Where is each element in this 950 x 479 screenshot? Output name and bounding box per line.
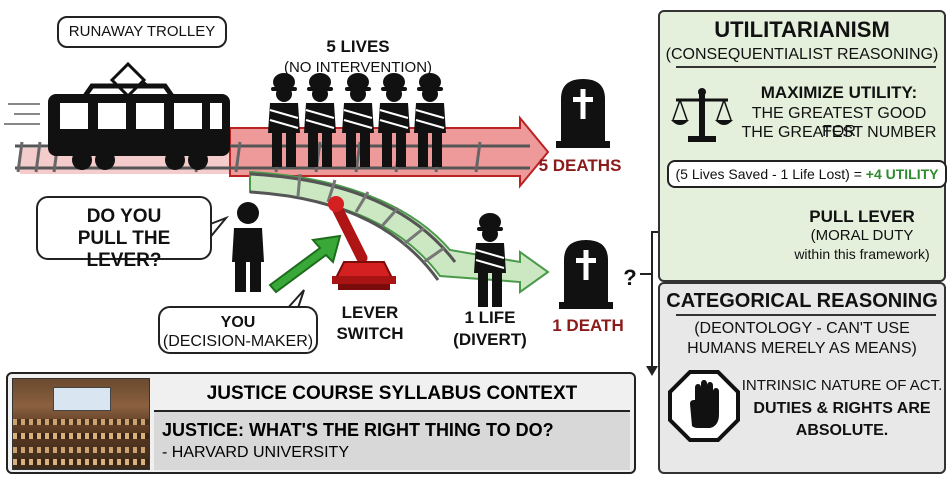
principle-line2: DUTIES & RIGHTS ARE xyxy=(740,400,944,418)
lever-label-line1: LEVER xyxy=(342,303,399,322)
scales-icon xyxy=(670,84,734,148)
maxim-heading: MAXIMIZE UTILITY: xyxy=(736,84,942,103)
utility-equation: (5 Lives Saved - 1 Life Lost) = +4 UTILI… xyxy=(667,160,947,188)
pull-lever-question-bubble: DO YOU PULL THE LEVER? xyxy=(36,196,212,260)
principle-line1: INTRINSIC NATURE OF ACT. xyxy=(740,378,944,395)
syllabus-context-panel: JUSTICE COURSE SYLLABUS CONTEXT JUSTICE:… xyxy=(6,372,636,474)
decision-maker-bubble: YOU (DECISION-MAKER) xyxy=(158,306,318,354)
lecture-hall-image xyxy=(12,378,150,470)
syllabus-header: JUSTICE COURSE SYLLABUS CONTEXT xyxy=(154,378,630,412)
stop-hand-icon xyxy=(668,370,740,442)
decision-arrow xyxy=(270,236,340,292)
utility-equation-text: (5 Lives Saved - 1 Life Lost) = xyxy=(676,166,866,182)
five-lives-subtitle: (NO INTERVENTION) xyxy=(284,59,432,76)
pull-lever-question-line2: PULL THE LEVER? xyxy=(38,228,210,272)
person-icon xyxy=(232,202,264,292)
pull-lever-conclusion: PULL LEVER xyxy=(780,208,944,227)
utility-result: +4 UTILITY xyxy=(866,166,939,182)
five-deaths-label: 5 DEATHS xyxy=(539,156,622,175)
categorical-title: CATEGORICAL REASONING xyxy=(658,290,946,312)
maxim-line2: THE GREATEST NUMBER xyxy=(736,124,942,142)
course-title: JUSTICE: WHAT'S THE RIGHT THING TO DO? xyxy=(162,420,554,441)
moral-duty-line2: within this framework) xyxy=(780,247,944,262)
one-life-title: 1 LIFE xyxy=(464,308,515,327)
runaway-trolley-label: RUNAWAY TROLLEY xyxy=(57,16,227,48)
worker-icon xyxy=(474,213,506,307)
deontology-line2: HUMANS MERELY AS MEANS) xyxy=(658,340,946,358)
deontology-line1: (DEONTOLOGY - CAN'T USE xyxy=(658,320,946,338)
you-label: YOU xyxy=(160,313,316,332)
lever-label-line2: SWITCH xyxy=(336,324,403,343)
principle-line3: ABSOLUTE. xyxy=(740,422,944,440)
utilitarianism-title: UTILITARIANISM xyxy=(658,18,946,42)
tombstone-icon xyxy=(559,240,613,309)
pull-lever-question-line1: DO YOU xyxy=(38,206,210,228)
one-life-subtitle: (DIVERT) xyxy=(453,330,527,349)
decision-maker-label: (DECISION-MAKER) xyxy=(160,332,316,351)
question-mark: ? xyxy=(623,265,636,290)
course-source: - HARVARD UNIVERSITY xyxy=(162,444,349,462)
five-lives-title: 5 LIVES xyxy=(326,37,389,56)
one-death-label: 1 DEATH xyxy=(552,316,623,335)
moral-duty-line1: (MORAL DUTY xyxy=(780,228,944,245)
utilitarianism-subtitle: (CONSEQUENTIALIST REASONING) xyxy=(658,46,946,64)
tombstone-icon xyxy=(556,79,610,148)
